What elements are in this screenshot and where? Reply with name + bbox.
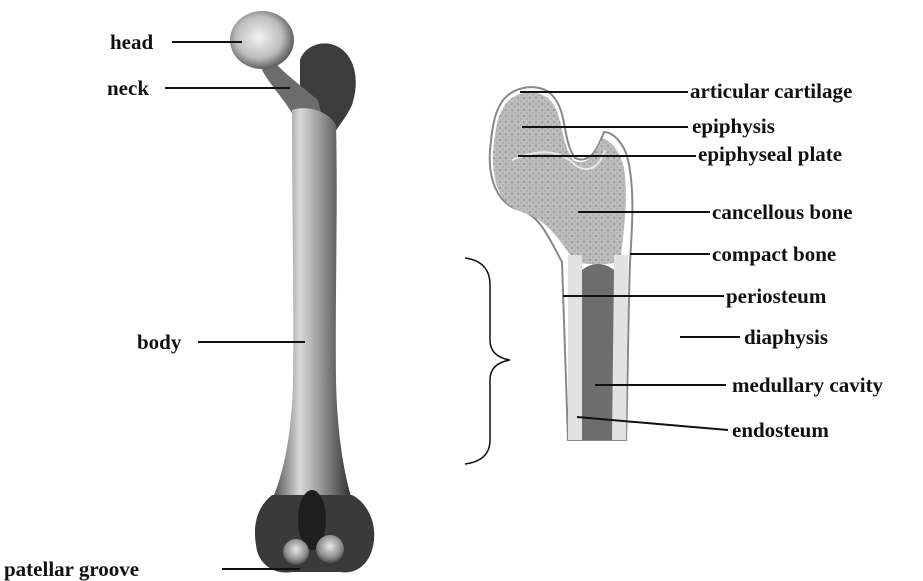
whole-femur-drawing — [230, 11, 374, 573]
medial-condyle — [283, 539, 309, 565]
label-body: body — [137, 330, 181, 354]
femur-head-drawing — [230, 11, 294, 69]
femur-shaft — [272, 108, 352, 500]
label-patellar-groove: patellar groove — [4, 557, 139, 581]
label-diaphysis: diaphysis — [744, 325, 828, 349]
label-head: head — [110, 30, 153, 54]
label-articular-cartilage: articular cartilage — [690, 79, 852, 103]
section-medullary-cavity — [582, 264, 614, 440]
label-epiphysis: epiphysis — [692, 114, 775, 138]
label-periosteum: periosteum — [726, 284, 826, 308]
label-medullary-cavity: medullary cavity — [732, 373, 883, 397]
diaphysis-brace — [465, 258, 510, 464]
label-compact-bone: compact bone — [712, 242, 836, 266]
label-endosteum: endosteum — [732, 418, 829, 442]
section-femur-drawing — [490, 87, 633, 440]
label-epiphyseal-plate: epiphyseal plate — [698, 142, 842, 166]
lateral-condyle — [316, 535, 344, 563]
label-cancellous-bone: cancellous bone — [712, 200, 853, 224]
label-neck: neck — [107, 76, 149, 100]
